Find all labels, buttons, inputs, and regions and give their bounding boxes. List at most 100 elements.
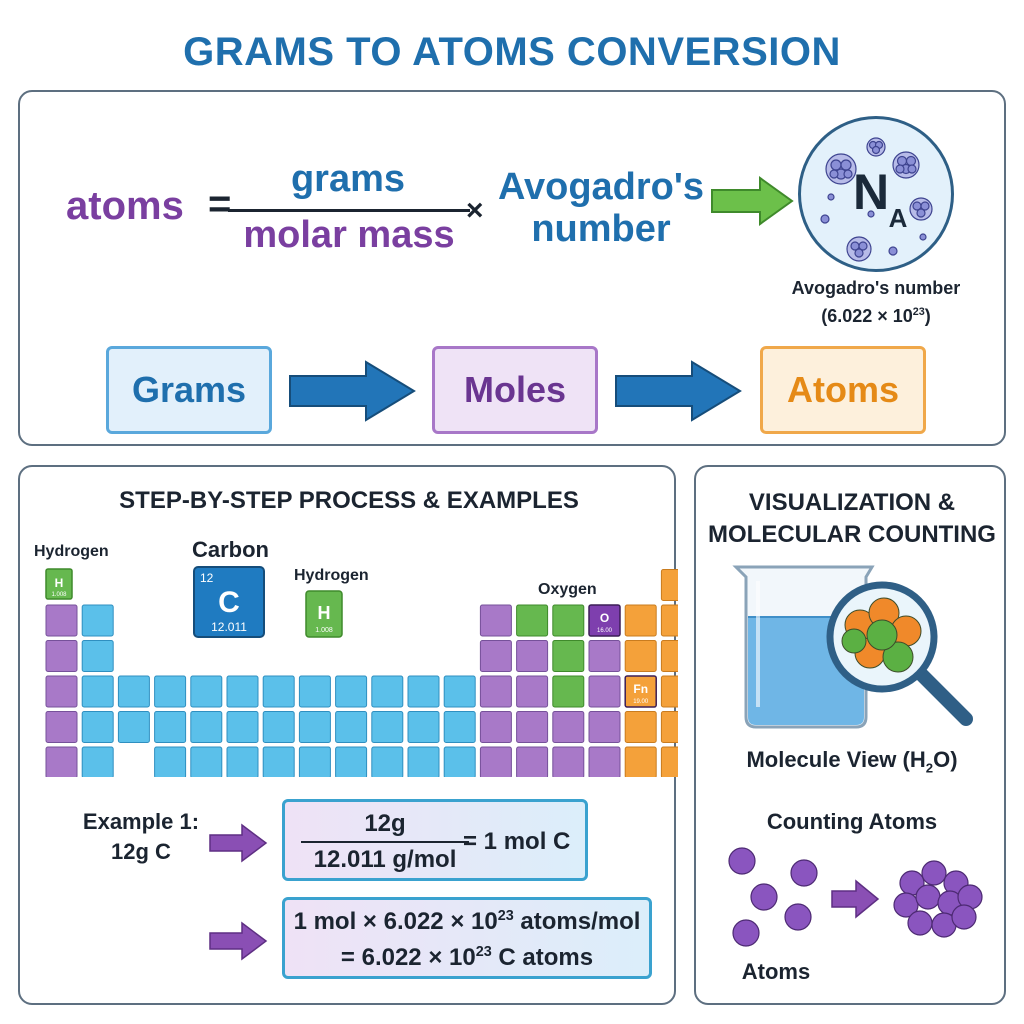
svg-text:H: H [318,603,331,623]
formula-numerator: grams [290,158,406,200]
counting-atoms-icon [728,847,983,947]
flow-box-grams: Grams [106,346,272,434]
periodic-table-cell [407,675,440,708]
periodic-table-cell [371,675,404,708]
periodic-table-cell [443,746,476,777]
periodic-table-cell [479,711,512,743]
formula-avogadro-line2: number [531,208,671,250]
hydrogen-tile-left: H 1.008 [45,568,73,600]
periodic-table-cell [117,711,150,743]
periodic-table-cell [335,746,368,777]
svg-text:12: 12 [200,571,214,585]
periodic-table-cell [81,604,114,637]
formula-panel: atoms = grams molar mass × Avogadro's nu… [18,90,1006,446]
calc-box-moles: 12g 12.011 g/mol = 1 mol C [282,799,588,881]
avogadro-badge: N A [798,116,954,272]
svg-text:16.00: 16.00 [597,628,613,634]
svg-text:H: H [55,576,64,590]
svg-text:Fn: Fn [633,682,648,696]
svg-text:O: O [600,611,609,625]
periodic-table-cell [588,711,621,743]
periodic-table-cell [117,675,150,708]
calc-box-atoms: 1 mol × 6.022 × 1023 atoms/mol = 6.022 ×… [282,897,652,979]
periodic-table-cell [81,746,114,777]
svg-text:12.011: 12.011 [211,620,247,634]
periodic-table-cell [190,711,223,743]
formula-equals: = [208,182,232,226]
periodic-table-cell [262,746,295,777]
formula-avogadro: Avogadro's number [486,166,716,250]
na-symbol: N [853,164,889,220]
periodic-table-cell [81,640,114,672]
periodic-table-cell [154,675,187,708]
fraction-bar [228,209,470,212]
periodic-table-cell [81,675,114,708]
periodic-table-cell [516,746,549,777]
calc1-result: = 1 mol C [463,828,571,855]
periodic-table-cell [588,675,621,708]
particle-cluster-icon: N A [820,137,933,262]
periodic-table-cell [45,675,78,708]
periodic-table-cell [516,604,549,637]
example-label: Example 1: 12g C [82,809,200,864]
periodic-table-cell [371,711,404,743]
molecule-view-label: Molecule View (H2O) [746,747,958,776]
periodic-table-cell [624,604,657,637]
svg-text:19.00: 19.00 [633,699,649,705]
carbon-label: Carbon [192,537,269,562]
calc2-line2: = 6.022 × 1023 C atoms [340,944,594,971]
oxygen-label: Oxygen [538,581,597,598]
avogadro-caption-line1: Avogadro's number [791,278,961,298]
steps-panel: STEP-BY-STEP PROCESS & EXAMPLES Hydrogen… [18,465,678,1005]
calc1-numerator: 12g [364,810,406,837]
hydrogen-label-left: Hydrogen [34,543,109,560]
periodic-table-cell [552,640,585,672]
viz-heading: VISUALIZATION & MOLECULAR COUNTING [708,489,996,548]
periodic-table-cell [226,675,259,708]
svg-text:C: C [218,586,240,619]
periodic-table-cell [624,711,657,743]
periodic-table-cell [443,675,476,708]
periodic-table-cell [588,640,621,672]
periodic-table-cell [588,746,621,777]
periodic-table-cell [45,746,78,777]
periodic-table-cell [624,640,657,672]
calc1-denominator: 12.011 g/mol [313,846,457,873]
atoms-label: Atoms [741,959,811,984]
periodic-table-cell [660,675,678,708]
fn-tile: Fn 19.00 [624,675,657,708]
na-subscript: A [889,203,908,233]
periodic-table-cell [516,640,549,672]
periodic-table-cell [660,711,678,743]
oxygen-tile: O 16.00 [588,604,621,637]
periodic-table-cell [45,711,78,743]
periodic-table-cell [226,746,259,777]
periodic-table-cell [45,640,78,672]
periodic-table-cell [335,675,368,708]
periodic-table-cell [443,711,476,743]
avogadro-caption: Avogadro's number (6.022 × 1023) [760,276,992,328]
periodic-table-cell [552,711,585,743]
calc2-line1: 1 mol × 6.022 × 1023 atoms/mol [293,908,641,935]
periodic-table-cell [226,711,259,743]
periodic-table-cell [371,746,404,777]
periodic-table-cell [552,746,585,777]
counting-atoms-label: Counting Atoms [766,809,938,834]
arrow-right-icon [209,823,268,863]
steps-heading: STEP-BY-STEP PROCESS & EXAMPLES [119,487,579,514]
periodic-table-cell [298,675,331,708]
periodic-table-cell [335,711,368,743]
periodic-table-cell [262,675,295,708]
periodic-table-cell [407,711,440,743]
periodic-table-cell [660,640,678,672]
periodic-table-cell [479,640,512,672]
arrow-right-icon [289,360,416,422]
periodic-table-cell [154,711,187,743]
svg-text:1.008: 1.008 [315,627,333,634]
periodic-table-cell [81,711,114,743]
formula-denominator: molar mass [243,214,455,256]
formula-atoms: atoms [66,184,184,228]
periodic-table-cell [45,604,78,637]
periodic-table-cell [190,675,223,708]
page-title: GRAMS TO ATOMS CONVERSION [183,30,841,74]
